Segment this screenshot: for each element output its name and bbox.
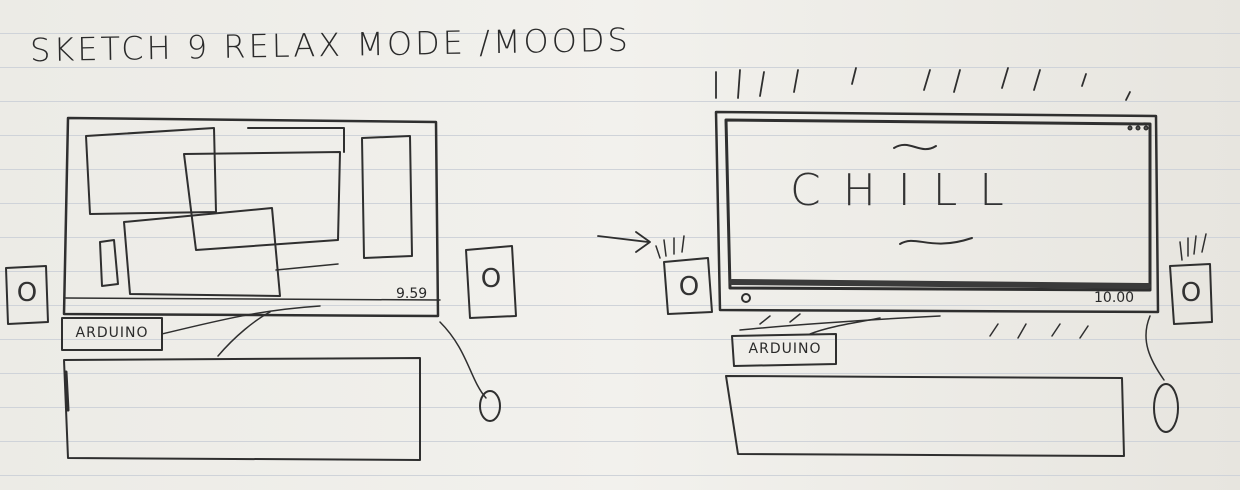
window-small	[99, 239, 119, 287]
right-speaker-b-glyph: O	[1180, 278, 1202, 308]
right-speaker-a	[663, 257, 713, 315]
right-keyboard	[725, 375, 1125, 457]
window-sidebar	[361, 135, 413, 259]
left-arduino-label: ARDUINO	[75, 325, 149, 341]
left-keyboard	[63, 357, 421, 461]
left-speaker-b-glyph: O	[480, 264, 502, 294]
window-1	[85, 127, 217, 215]
right-speaker-a-glyph: O	[678, 272, 700, 302]
right-monitor	[714, 110, 1160, 314]
right-speaker-b	[1169, 263, 1213, 325]
left-mouse	[479, 390, 501, 422]
window-3	[247, 127, 345, 153]
right-arduino-box	[731, 333, 837, 367]
left-speaker-a	[5, 265, 49, 325]
screen-mood-text: CHILL	[790, 165, 1026, 216]
right-mouse	[1153, 383, 1179, 433]
right-arduino-label: ARDUINO	[748, 341, 822, 357]
left-clock: 9.59	[396, 286, 428, 302]
left-monitor	[62, 116, 441, 318]
left-speaker-a-glyph: O	[16, 278, 38, 308]
left-speaker-b	[465, 245, 517, 319]
right-clock: 10.00	[1094, 290, 1135, 306]
window-2	[183, 151, 341, 251]
mood-light-rays	[715, 67, 1131, 101]
left-arduino-box	[61, 317, 163, 351]
window-4	[123, 207, 281, 297]
